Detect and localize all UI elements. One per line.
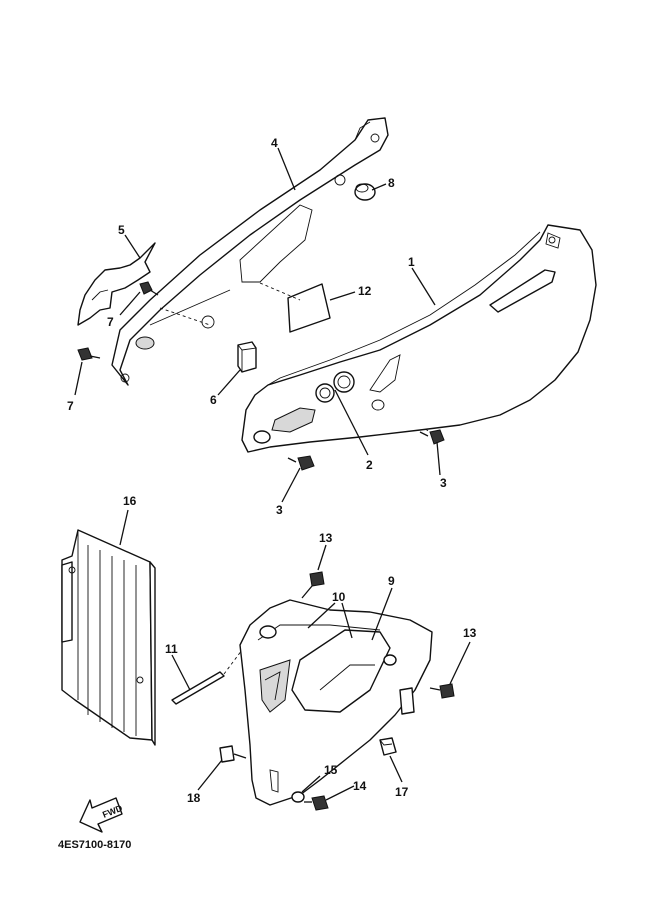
- part-13-bolt-right: [429, 683, 455, 699]
- callout-7-upper: 7: [107, 315, 114, 329]
- part-3-bolt-right: [419, 429, 445, 445]
- part-17-nut-clip: [379, 737, 397, 756]
- callout-labels: 4 5 8 1 12 7 7 6 2 3 3 16 13 10 9 11 13 …: [67, 136, 477, 805]
- callout-1: 1: [408, 255, 415, 269]
- part-15-washer: [291, 791, 305, 803]
- part-9-air-scoop: [239, 599, 433, 806]
- callout-5: 5: [118, 223, 125, 237]
- part-18-grommet: [219, 745, 247, 763]
- callout-7-lower: 7: [67, 399, 74, 413]
- callout-12: 12: [358, 284, 372, 298]
- callout-13-right: 13: [463, 626, 477, 640]
- drawing-number: 4ES7100-8170: [58, 839, 131, 851]
- callout-2: 2: [366, 458, 373, 472]
- part-5-decal: [77, 242, 156, 326]
- callout-10: 10: [332, 590, 346, 604]
- part-11-strip: [171, 649, 243, 705]
- part-12-pad: [287, 283, 331, 333]
- part-16-radiator-guard: [61, 529, 156, 746]
- part-6-damper: [237, 341, 257, 373]
- callout-16: 16: [123, 494, 137, 508]
- callout-8: 8: [388, 176, 395, 190]
- callout-11: 11: [165, 642, 178, 656]
- callout-15: 15: [324, 763, 338, 777]
- callout-13-upper: 13: [319, 531, 333, 545]
- callout-3-left: 3: [276, 503, 283, 517]
- leader-lines: [74, 147, 471, 801]
- part-7-bolt-lower: [77, 347, 101, 361]
- part-13-bolt-upper: [301, 571, 325, 599]
- callout-3-right: 3: [440, 476, 447, 490]
- callout-9: 9: [388, 574, 395, 588]
- part-3-bolt-left: [287, 455, 315, 471]
- callout-17: 17: [395, 785, 409, 799]
- callout-4: 4: [271, 136, 278, 150]
- part-8-grommet: [354, 183, 376, 201]
- callout-14: 14: [353, 779, 367, 793]
- part-7-bolt-upper: [139, 281, 159, 296]
- fwd-arrow-icon: FWD: [79, 797, 124, 833]
- callout-18: 18: [187, 791, 201, 805]
- part-1-side-cover: [241, 224, 597, 453]
- callout-6: 6: [210, 393, 217, 407]
- part-4-inner-side-cover: [111, 117, 389, 386]
- part-14-bolt: [304, 795, 329, 811]
